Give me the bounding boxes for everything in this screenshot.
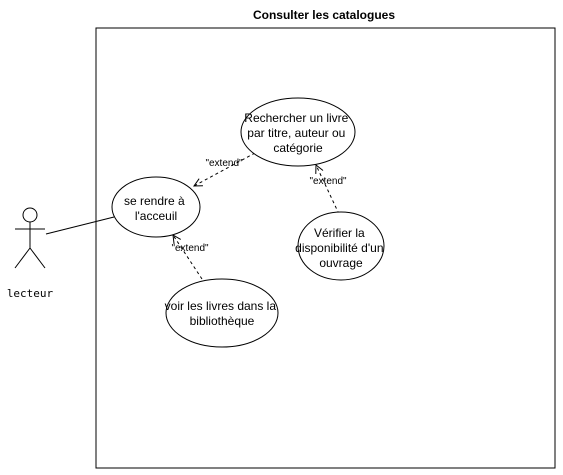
actor-left-leg bbox=[14, 247, 31, 269]
use-case-label: se rendre à bbox=[124, 194, 185, 208]
use-case-label: voir les livres dans la bbox=[165, 299, 277, 313]
extend-arrow-voir bbox=[173, 235, 203, 280]
actor-head bbox=[22, 207, 38, 223]
extend-label-rechercher: "extend" bbox=[205, 158, 243, 169]
association-line bbox=[45, 216, 115, 235]
use-case-label: disponibilité d'un bbox=[295, 241, 383, 255]
use-case-label: par titre, auteur ou bbox=[247, 126, 345, 140]
actor-right-leg bbox=[29, 247, 46, 269]
system-boundary bbox=[95, 27, 556, 469]
extend-arrow-verifier bbox=[316, 165, 340, 215]
svg-text:Rechercher un livre par: Rechercher un livre par titre, auteur ou… bbox=[244, 111, 351, 155]
use-case-label: Vérifier la bbox=[314, 226, 365, 240]
svg-text:se rendre à l'acceuil: se rendre à l'acceuil bbox=[124, 194, 188, 223]
use-case-label: catégorie bbox=[273, 141, 323, 155]
use-case-label: bibliothèque bbox=[190, 314, 255, 328]
extend-label-voir: "extend" bbox=[171, 243, 209, 254]
use-case-verifier: Vérifier la disponibilité d'un ouvrage bbox=[295, 211, 387, 281]
use-case-label: l'acceuil bbox=[135, 209, 177, 223]
use-case-rechercher: Rechercher un livre par titre, auteur ou… bbox=[240, 97, 356, 167]
svg-text:Vérifier la disponibilit: Vérifier la disponibilité d'un ouvrage bbox=[295, 226, 387, 270]
svg-text:voir les livres dans la: voir les livres dans la bibliothèque bbox=[165, 299, 280, 328]
use-case-se-rendre: se rendre à l'acceuil bbox=[111, 176, 201, 238]
actor-label: lecteur bbox=[7, 287, 54, 300]
use-case-label: Rechercher un livre bbox=[244, 111, 348, 125]
use-case-voir-livres: voir les livres dans la bibliothèque bbox=[165, 278, 280, 348]
use-case-label: ouvrage bbox=[319, 256, 363, 270]
system-title: Consulter les catalogues bbox=[253, 8, 395, 22]
actor-lecteur bbox=[14, 207, 46, 269]
extend-label-verifier: "extend" bbox=[309, 176, 347, 187]
